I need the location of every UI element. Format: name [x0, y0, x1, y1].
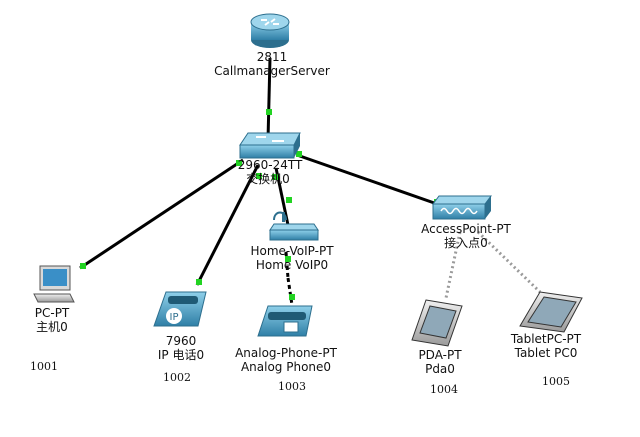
tablet-model-label: TabletPC-PT: [510, 332, 582, 346]
switch-name-label: 交换机0: [246, 172, 290, 186]
home-voip-icon[interactable]: [269, 211, 319, 241]
link-dot: [256, 173, 262, 179]
tablet-icon[interactable]: [519, 291, 583, 333]
tablet-number: 1005: [542, 375, 570, 388]
tablet-name-label: Tablet PC0: [514, 346, 578, 360]
pc-icon[interactable]: [33, 265, 75, 303]
link-dot: [196, 279, 202, 285]
ap-model-label: AccessPoint-PT: [421, 222, 511, 236]
router-model-label: 2811: [256, 50, 288, 64]
pda-model-label: PDA-PT: [418, 348, 462, 362]
link-switch-ipphone[interactable]: [195, 164, 260, 286]
ipphone-name-label: IP 电话0: [157, 348, 205, 362]
link-dot: [296, 151, 302, 157]
access-point-icon[interactable]: [432, 195, 492, 220]
link-switch-pc[interactable]: [79, 158, 244, 270]
link-dot: [286, 197, 292, 203]
link-router-switch[interactable]: [266, 57, 272, 141]
link-dot: [289, 294, 295, 300]
homevoip-model-label: Home-VoIP-PT: [250, 244, 334, 258]
analog-model-label: Analog-Phone-PT: [235, 346, 337, 360]
link-dot: [80, 263, 86, 269]
analog-name-label: Analog Phone0: [240, 360, 332, 374]
pc-number: 1001: [30, 360, 58, 373]
switch-model-label: 2960-24TT: [237, 158, 303, 172]
ipphone-model-label: 7960: [165, 334, 197, 348]
pda-name-label: Pda0: [425, 362, 455, 376]
link-homevoip-analog-2[interactable]: [286, 277, 294, 306]
pda-icon[interactable]: [411, 299, 463, 347]
router-icon[interactable]: [250, 13, 290, 48]
ip-phone-icon[interactable]: IP: [153, 291, 207, 327]
homevoip-name-label: Home VoIP0: [255, 258, 329, 272]
router-name-label: CallmanagerServer: [214, 64, 330, 78]
link-dot: [285, 256, 291, 262]
link-dot: [272, 174, 278, 180]
ipphone-number: 1002: [163, 371, 191, 384]
link-dot: [266, 109, 272, 115]
analog-number: 1003: [278, 380, 306, 393]
wireless-link-pda: [444, 231, 462, 299]
pc-name-label: 主机0: [36, 320, 68, 334]
link-switch-ap[interactable]: [296, 153, 441, 207]
link-dot: [236, 160, 242, 166]
link-homevoip-analog[interactable]: [284, 251, 290, 279]
switch-icon[interactable]: [239, 132, 301, 159]
wireless-link-tablet: [476, 230, 542, 294]
ap-name-label: 接入点0: [444, 236, 488, 250]
analog-phone-icon[interactable]: [257, 305, 313, 337]
svg-text:IP: IP: [170, 312, 179, 323]
pc-model-label: PC-PT: [34, 306, 70, 320]
wireless-links: [444, 230, 542, 299]
pda-number: 1004: [430, 383, 458, 396]
